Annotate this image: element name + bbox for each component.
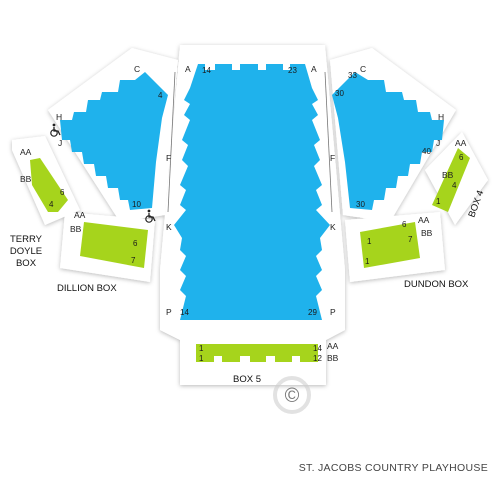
dillion-box-section[interactable]: [80, 222, 148, 268]
box5-row-aa: AA: [327, 341, 339, 351]
center-row-k-right: K: [330, 222, 336, 232]
box5-name: BOX 5: [233, 374, 261, 385]
dundon-seat-7: 7: [408, 235, 413, 244]
right-balcony-row-c: C: [360, 64, 366, 74]
box4-seat-1: 1: [436, 197, 441, 206]
left-balcony-section[interactable]: [60, 72, 168, 210]
box5-seat-1-bottom: 1: [199, 354, 204, 363]
right-balcony-section[interactable]: [332, 72, 444, 210]
box5-seat-14: 14: [313, 344, 322, 353]
box-5-section[interactable]: [196, 344, 318, 362]
box-4-section[interactable]: [432, 148, 470, 212]
center-seat-14-bottom: 14: [180, 308, 189, 317]
right-balcony-seat-30-top: 30: [335, 89, 344, 98]
right-balcony-row-h: H: [438, 112, 444, 122]
dillion-seat-6: 6: [133, 239, 138, 248]
right-balcony-seat-33: 33: [348, 71, 357, 80]
center-row-p-right: P: [330, 307, 336, 317]
wheelchair-icon: [50, 123, 61, 137]
terry-doyle-row-bb: BB: [20, 174, 32, 184]
watermark-symbol: ©: [285, 385, 300, 407]
right-balcony-row-j: J: [436, 138, 440, 148]
center-row-p-left: P: [166, 307, 172, 317]
dundon-row-aa: AA: [418, 215, 430, 225]
venue-name: ST. JACOBS COUNTRY PLAYHOUSE: [299, 462, 488, 474]
box5-row-bb: BB: [327, 353, 339, 363]
terry-doyle-seat-6: 6: [60, 188, 65, 197]
dillion-box-name: DILLION BOX: [57, 283, 117, 294]
center-row-k-left: K: [166, 222, 172, 232]
wheelchair-icon: [145, 209, 156, 223]
terry-doyle-name-line-2: DOYLE: [10, 246, 42, 257]
left-balcony-seat-4: 4: [158, 91, 163, 100]
left-balcony-row-h: H: [56, 112, 62, 122]
box4-row-bb: BB: [442, 170, 454, 180]
dundon-box-name: DUNDON BOX: [404, 279, 469, 290]
box4-row-aa: AA: [455, 138, 467, 148]
box5-seat-12: 12: [313, 354, 322, 363]
center-seat-29-bottom: 29: [308, 308, 317, 317]
dillion-row-aa: AA: [74, 210, 86, 220]
left-balcony-row-j: J: [58, 138, 62, 148]
left-aisle-line: [167, 71, 176, 213]
dundon-box-section[interactable]: [360, 222, 420, 268]
center-seat-14-top: 14: [202, 66, 211, 75]
dundon-row-bb: BB: [421, 228, 433, 238]
terry-doyle-box-section[interactable]: [30, 158, 68, 212]
box4-seat-4: 4: [452, 181, 457, 190]
dillion-seat-7: 7: [131, 256, 136, 265]
right-balcony-seat-40: 40: [422, 147, 431, 156]
center-seat-23-top: 23: [288, 66, 297, 75]
center-row-f-right: F: [330, 153, 335, 163]
terry-doyle-row-aa: AA: [20, 147, 32, 157]
terry-doyle-name-line-1: TERRY: [10, 234, 43, 245]
dundon-seat-1-bottom: 1: [365, 257, 370, 266]
box5-seat-1-top: 1: [199, 344, 204, 353]
box4-seat-6: 6: [459, 153, 464, 162]
dundon-seat-6: 6: [402, 220, 407, 229]
right-balcony-seat-30-bottom: 30: [356, 200, 365, 209]
copyright-watermark: ©: [273, 376, 311, 414]
dillion-row-bb: BB: [70, 224, 82, 234]
terry-doyle-name-line-3: BOX: [16, 258, 37, 269]
terry-doyle-seat-4: 4: [49, 200, 54, 209]
center-row-f-left: F: [166, 153, 171, 163]
center-row-a-right: A: [311, 64, 317, 74]
left-balcony-row-c: C: [134, 64, 140, 74]
center-row-a-left: A: [185, 64, 191, 74]
dundon-seat-1-top: 1: [367, 237, 372, 246]
left-balcony-seat-10: 10: [132, 200, 141, 209]
center-orchestra-section[interactable]: [174, 64, 330, 320]
right-aisle-line: [324, 71, 333, 213]
